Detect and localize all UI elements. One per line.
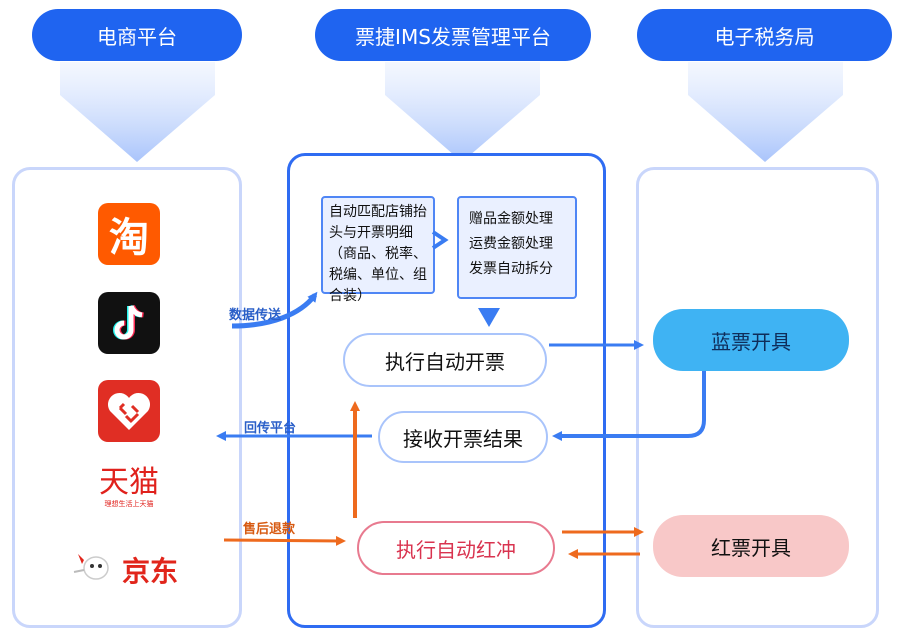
invoice-split-item: 发票自动拆分 — [469, 261, 553, 277]
auto-red-button[interactable]: 执行自动红冲 — [357, 521, 555, 575]
data-transfer-arrow — [231, 291, 318, 329]
tmall-tagline: 理想生活上天猫 — [104, 500, 154, 508]
heart-icon — [107, 392, 151, 430]
music-note-icon — [113, 305, 144, 340]
refund-arrow — [223, 535, 346, 546]
chevron-down-icon — [60, 62, 843, 162]
freight-amount-item: 运费金额处理 — [469, 236, 553, 252]
jd-dog-icon — [73, 554, 109, 580]
gift-amount-item: 赠品金额处理 — [469, 211, 553, 227]
red-invoice-button[interactable]: 红票开具 — [653, 515, 849, 577]
auto-issue-button[interactable]: 执行自动开票 — [343, 333, 547, 387]
amount-processing-box: 赠品金额处理 运费金额处理 发票自动拆分 — [457, 196, 577, 299]
blue-to-receive-arrow — [552, 371, 706, 441]
jd-logo[interactable]: 京东 — [72, 548, 192, 588]
after-sale-refund-label: 售后退款 — [243, 522, 296, 537]
header-ims: 票捷IMS发票管理平台 — [315, 9, 591, 61]
data-transfer-label: 数据传送 — [229, 308, 282, 323]
return-platform-label: 回传平台 — [244, 421, 297, 436]
chevron-right-icon — [431, 230, 449, 250]
taobao-logo-char: 淘 — [109, 215, 149, 261]
tmall-logo[interactable]: 天猫 理想生活上天猫 — [92, 467, 166, 511]
taobao-logo[interactable]: 淘 — [98, 203, 160, 265]
blue-invoice-button[interactable]: 蓝票开具 — [653, 309, 849, 371]
douyin-logo[interactable] — [98, 292, 160, 354]
header-tax-bureau: 电子税务局 — [637, 9, 892, 61]
triangle-down-icon — [478, 308, 500, 327]
jd-logo-text: 京东 — [122, 555, 179, 588]
header-ecommerce: 电商平台 — [32, 9, 242, 61]
tmall-logo-text: 天猫 — [99, 465, 159, 500]
pinduoduo-logo[interactable] — [98, 380, 160, 442]
receive-result-button[interactable]: 接收开票结果 — [378, 411, 548, 463]
match-details-box: 自动匹配店铺抬头与开票明细（商品、税率、税编、单位、组合装） — [321, 196, 435, 304]
